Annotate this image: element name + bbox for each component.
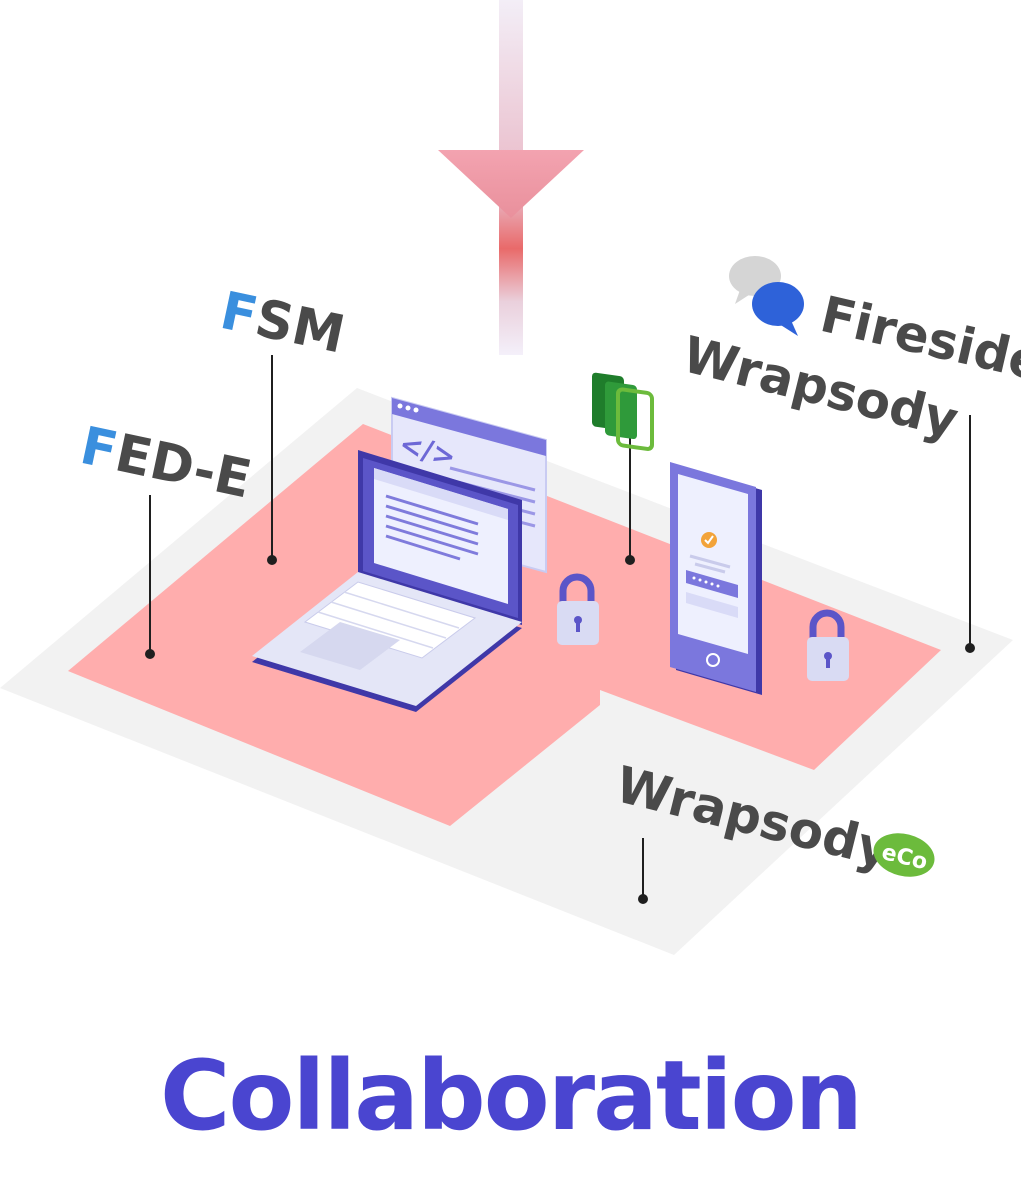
fede-rest: ED-E: [110, 423, 256, 510]
eco-badge: eCo: [873, 833, 935, 877]
fsm-rest: SM: [250, 288, 350, 365]
fsm-label: FSM: [215, 281, 349, 366]
smartphone: [670, 462, 762, 695]
wrapsody-docs-icon: [592, 372, 654, 451]
leader-lines: [149, 355, 971, 897]
page-title: Collaboration: [160, 1040, 863, 1152]
fede-label: FED-E: [75, 416, 256, 511]
down-arrow: [438, 0, 584, 355]
leader-dots: [145, 555, 975, 904]
laptop: [252, 450, 522, 712]
fireside-chat-icon: [729, 256, 804, 336]
padlock-icon: [807, 609, 849, 681]
padlock-icon: [557, 573, 599, 645]
